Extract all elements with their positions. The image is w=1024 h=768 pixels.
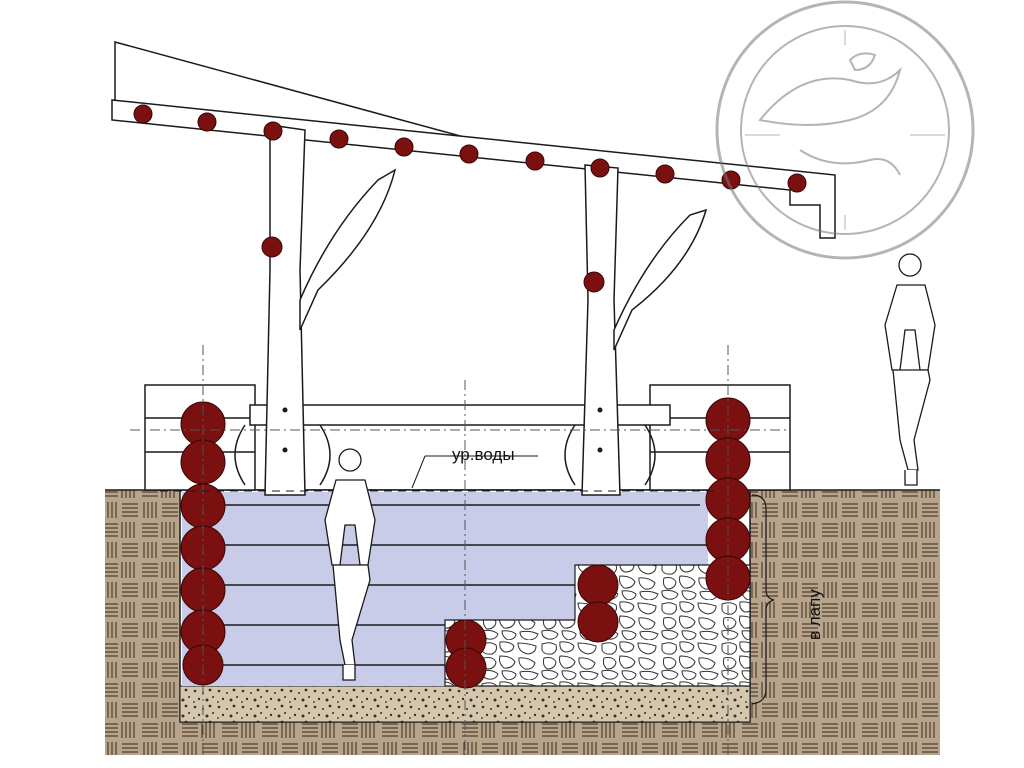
soil-section — [105, 489, 940, 755]
left-post — [264, 124, 306, 496]
center-lines — [130, 345, 790, 755]
joint-type-label: в лапу — [805, 589, 824, 640]
person-in-water-icon — [324, 448, 376, 681]
joint-dimension: в лапу — [751, 494, 824, 705]
right-post — [581, 164, 621, 496]
standing-person-icon — [884, 253, 936, 486]
water-body — [182, 492, 708, 686]
purlin-ends — [133, 104, 807, 293]
seal-icon — [715, 0, 975, 260]
right-brace — [613, 208, 708, 351]
right-wall-log-ends — [705, 397, 751, 601]
step-log-ends — [445, 564, 619, 689]
log-frame-above-ground — [144, 384, 791, 491]
left-brace — [299, 168, 397, 331]
roof-beam — [111, 99, 836, 239]
water-level-label: ур.воды — [452, 445, 515, 464]
roof-structure — [111, 41, 836, 496]
water-level-marker: ур.воды — [160, 445, 720, 492]
